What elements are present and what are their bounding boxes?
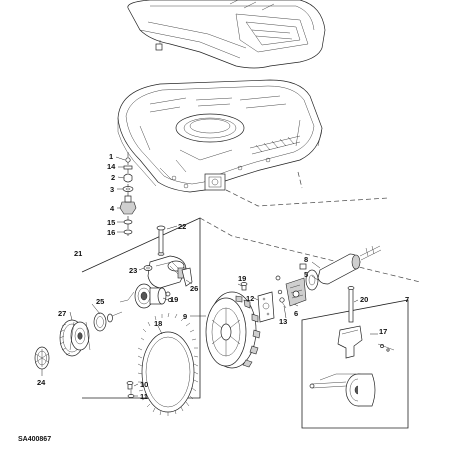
tube-16-right	[319, 373, 356, 381]
callout-24: 24	[37, 378, 46, 387]
callout-labels: 1 14 2 3 4 15 16 21 22 23 26 25 19 27 24…	[37, 152, 409, 401]
callout-5: 5	[304, 270, 308, 279]
drive-shaft-22	[156, 225, 166, 256]
rim-gasket-18	[137, 312, 199, 416]
callout-22: 22	[178, 222, 186, 231]
assembly-7-frame	[301, 299, 409, 429]
cutting-motor-wheel	[309, 373, 376, 407]
callout-14: 14	[107, 162, 116, 171]
mower-chassis	[117, 79, 323, 193]
gasket-6	[285, 277, 307, 307]
callout-6: 6	[294, 309, 298, 318]
callout-17: 17	[379, 327, 387, 336]
motor-mount-5	[299, 263, 319, 291]
callout-27: 27	[58, 309, 66, 318]
gear-housing	[147, 255, 187, 289]
callout-26: 26	[190, 284, 198, 293]
callout-21: 21	[74, 249, 82, 258]
callout-20: 20	[360, 295, 368, 304]
assembly-21-frame	[81, 217, 201, 399]
callout-4: 4	[110, 204, 115, 213]
bracket-26	[181, 267, 193, 287]
callout-15: 15	[107, 218, 115, 227]
callout-16: 16	[107, 228, 115, 237]
drive-motor-hub	[119, 283, 172, 309]
callout-11: 11	[140, 392, 148, 401]
callout-19-left: 19	[170, 295, 178, 304]
callout-23: 23	[129, 266, 137, 275]
screw-19-right	[240, 282, 248, 291]
mower-top-cover	[127, 0, 326, 69]
drive-wheel-27	[59, 319, 91, 357]
pivot-fastener-stack	[119, 152, 137, 236]
callout-8: 8	[304, 255, 308, 264]
callout-1: 1	[109, 152, 113, 161]
callout-9: 9	[183, 312, 187, 321]
callout-13: 13	[279, 317, 287, 326]
callout-10: 10	[140, 380, 148, 389]
callout-3: 3	[110, 185, 114, 194]
callout-7: 7	[405, 295, 409, 304]
screws-10-11	[126, 381, 135, 398]
leader-lines	[41, 225, 378, 397]
callout-12: 12	[246, 294, 254, 303]
hub-cap-24	[34, 346, 50, 370]
washer-23	[143, 265, 153, 271]
chassis-to-box-dash	[199, 217, 421, 283]
callout-2: 2	[111, 173, 115, 182]
cover-plate-12	[257, 291, 275, 323]
callout-18: 18	[154, 319, 162, 328]
callout-25: 25	[96, 297, 104, 306]
fastener-13	[275, 275, 287, 309]
fastener-stack-leaders	[115, 156, 126, 233]
large-wheel-9	[205, 291, 261, 369]
reference-code: SA400867	[18, 436, 51, 443]
callout-19-right: 19	[238, 274, 246, 283]
bracket-17	[337, 325, 395, 359]
bearing-25	[93, 311, 123, 332]
bolt-20	[347, 286, 355, 323]
blade-motor-8	[317, 245, 382, 285]
